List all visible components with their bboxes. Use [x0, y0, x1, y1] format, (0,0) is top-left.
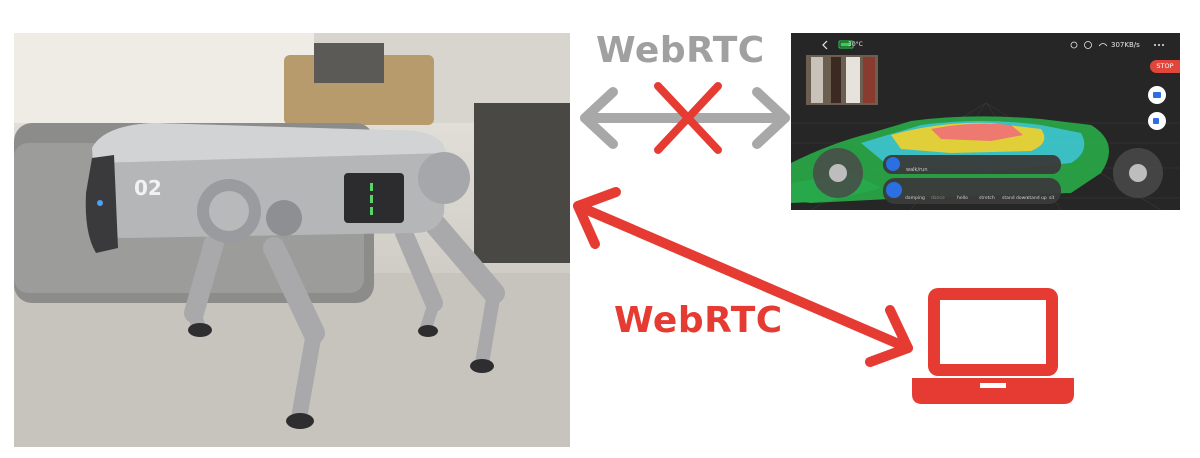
back-icon	[822, 40, 828, 50]
active-connection-arrow	[573, 187, 913, 367]
robot-photo: 02	[14, 33, 570, 447]
mobile-app-screenshot: 30°C 307KB/s walk/run damping dance hell…	[791, 33, 1180, 210]
action-stand-up-label: stand up	[1027, 196, 1047, 201]
temperature-readout: 30°C	[848, 41, 863, 48]
action-damping-label: damping	[905, 196, 925, 201]
action-dance-label: dance	[931, 196, 945, 201]
mode-walk-run-label: walk/run	[906, 167, 928, 173]
action-stand-down-label: stand down	[1002, 196, 1029, 201]
webrtc-label-bottom: WebRTC	[614, 300, 783, 341]
webrtc-label-top: WebRTC	[596, 30, 765, 71]
cross-icon	[654, 82, 722, 154]
action-sit-label: sit	[1049, 196, 1055, 201]
action-stretch-label: stretch	[979, 196, 995, 201]
robot-dog-illustration: 02	[14, 33, 570, 447]
laptop-icon	[912, 288, 1074, 404]
app-view	[791, 40, 1180, 210]
action-hello-label: hello	[957, 196, 968, 201]
robot-number: 02	[134, 176, 162, 200]
stop-button[interactable]: STOP	[1150, 60, 1180, 73]
network-speed-readout: 307KB/s	[1111, 41, 1140, 49]
